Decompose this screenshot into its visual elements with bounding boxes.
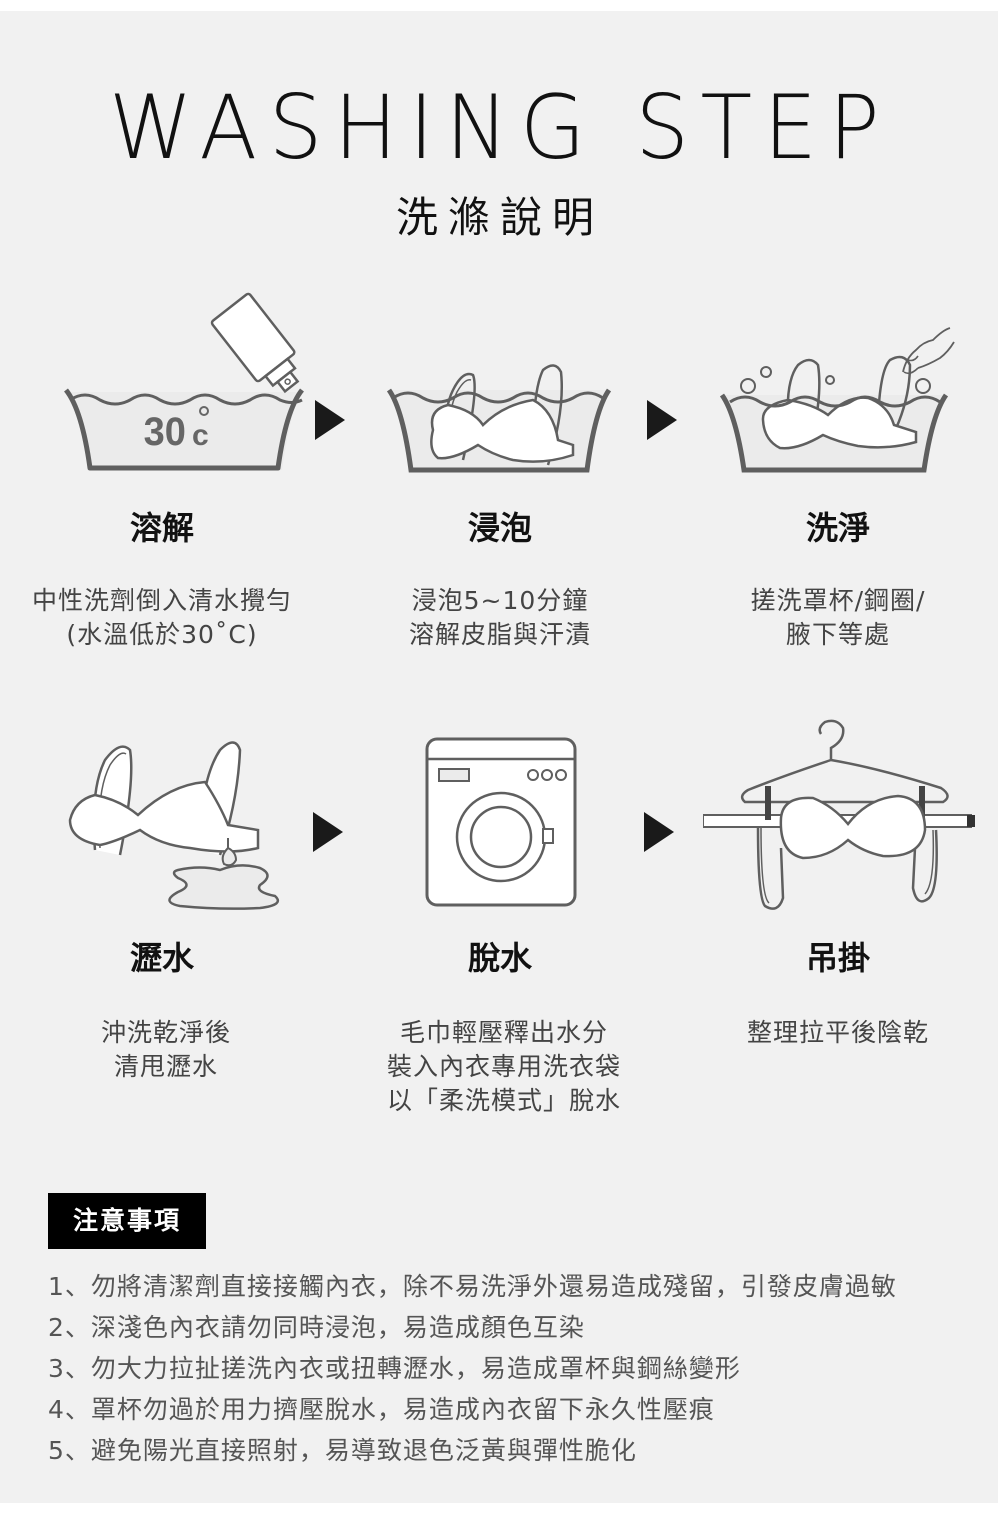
arrow-right-icon (313, 812, 343, 852)
step-desc-spin: 毛巾輕壓釋出水分 裝入內衣專用洗衣袋 以「柔洗模式」脫水 (386, 1018, 621, 1115)
step-title-wash: 洗淨 (805, 509, 870, 547)
notice-list: 1、勿將清潔劑直接接觸內衣，除不易洗淨外還易造成殘留，引發皮膚過敏 2、深淺色內… (48, 1266, 897, 1471)
temperature-label: 30 (144, 410, 186, 454)
hanger-hook (818, 719, 845, 760)
hand-icon (902, 327, 955, 373)
hanger-bra-icon (703, 719, 975, 910)
notice-item: 1、勿將清潔劑直接接觸內衣，除不易洗淨外還易造成殘留，引發皮膚過敏 (48, 1272, 897, 1301)
notice-item: 2、深淺色內衣請勿同時浸泡，易造成顏色互染 (48, 1313, 585, 1342)
dripping-bra-icon (68, 741, 280, 910)
step-desc-wash: 搓洗罩杯/鋼圈/ 腋下等處 (750, 586, 926, 649)
display-panel (438, 768, 470, 782)
page-subtitle: 洗滌說明 (395, 193, 604, 242)
step-title-drain: 瀝水 (129, 939, 194, 977)
arrow-right-icon (644, 812, 674, 852)
washing-machine-icon (425, 737, 577, 907)
notice-item: 3、勿大力拉扯搓洗內衣或扭轉瀝水，易造成罩杯與鋼絲變形 (48, 1354, 741, 1383)
step-title-soak: 浸泡 (467, 509, 532, 547)
water-puddle (168, 864, 280, 910)
step-desc-soak: 浸泡5~10分鐘 溶解皮脂與汗漬 (408, 586, 591, 649)
basin-soak-bra-icon (386, 364, 612, 473)
step-title-spin: 脫水 (467, 939, 532, 977)
bra-strap (756, 827, 785, 910)
arrow-right-icon (647, 400, 677, 440)
svg-text:c: c (192, 419, 209, 452)
bra-cups (779, 794, 927, 860)
step-title-dissolve: 溶解 (129, 509, 194, 547)
basin-handwash-icon (719, 327, 955, 473)
page-title: WASHING STEP (108, 76, 892, 179)
arrow-right-icon (315, 400, 345, 440)
water-drop (221, 838, 238, 867)
step-desc-hang: 整理拉平後陰乾 (746, 1018, 929, 1047)
bubble (740, 378, 756, 394)
step-desc-drain: 沖洗乾淨後 清甩瀝水 (100, 1018, 231, 1081)
notice-item: 5、避免陽光直接照射，易導致退色泛黃與彈性脆化 (48, 1436, 637, 1465)
basin-detergent-icon: 30 c (63, 292, 305, 471)
notice-item: 4、罩杯勿過於用力擠壓脫水，易造成內衣留下永久性壓痕 (48, 1395, 715, 1424)
notice-badge: 注意事項 (48, 1193, 206, 1249)
step-desc-dissolve: 中性洗劑倒入清水攪勻 (水溫低於30˚C) (31, 586, 292, 649)
step-title-hang: 吊掛 (805, 939, 870, 977)
